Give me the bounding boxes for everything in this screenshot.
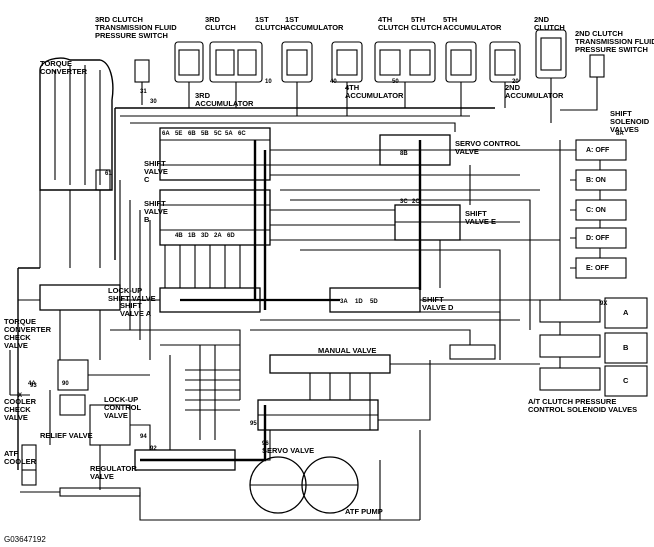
label-3rd-clutch: 3RD CLUTCH: [205, 15, 236, 32]
port-code: 6C: [238, 131, 246, 137]
label-at-clutch-solenoids: A/T CLUTCH PRESSURE CONTROL SOLENOID VAL…: [528, 397, 638, 414]
port-code: 5D: [370, 299, 378, 305]
pressure-switch-3rd: [134, 59, 150, 83]
port-code: 1D: [355, 299, 363, 305]
clutch-4th-5th: [374, 41, 436, 83]
port-code: 96: [262, 441, 269, 447]
port-code: 31: [140, 89, 147, 95]
port-code: 5C: [214, 131, 222, 137]
port-code: X: [18, 393, 23, 399]
label-shift-valve-c: SHIFT VALVE C: [144, 159, 168, 184]
pressure-switch-2nd: [589, 54, 605, 78]
label-2nd-accumulator: 2ND ACCUMULATOR: [505, 83, 564, 100]
label-4th-clutch: 4TH CLUTCH: [378, 15, 409, 32]
port-code: 10: [265, 79, 272, 85]
solenoid-d-state: D: OFF: [586, 235, 610, 242]
torque-converter: [39, 57, 114, 191]
label-atf-cooler: ATF COOLER: [4, 449, 37, 466]
label-relief-valve: RELIEF VALVE: [40, 431, 93, 440]
label-atf-pump: ATF PUMP: [345, 507, 383, 516]
port-code: 20: [512, 79, 519, 85]
port-code: 3A: [340, 299, 348, 305]
port-code: 5A: [225, 131, 233, 137]
label-1st-clutch: 1ST CLUTCH: [255, 15, 286, 32]
port-code: 5B: [201, 131, 209, 137]
label-3rd-accumulator: 3RD ACCUMULATOR: [195, 91, 254, 108]
label-cooler-check-valve: COOLER CHECK VALVE: [4, 397, 37, 422]
label-2nd-clutch: 2ND CLUTCH: [534, 15, 565, 32]
label-shift-valve-d: SHIFT VALVE D: [422, 295, 454, 312]
port-code: 61: [105, 171, 112, 177]
label-torque-converter: TORQUE CONVERTER: [40, 59, 88, 76]
port-code: 2C: [412, 199, 420, 205]
port-code: 4B: [175, 233, 183, 239]
port-code: 95: [250, 421, 257, 427]
port-code: 6B: [188, 131, 196, 137]
port-code: 6D: [227, 233, 235, 239]
port-code: 1B: [188, 233, 196, 239]
label-servo-valve: SERVO VALVE: [262, 446, 315, 455]
label-lockup-shift-valve: LOCK-UP SHIFT VALVE: [108, 286, 156, 303]
atf-pump: [249, 456, 359, 514]
clutch-1st: [209, 41, 263, 83]
label-shift-valve-b: SHIFT VALVE B: [144, 199, 168, 224]
clutch-2nd: [535, 29, 567, 79]
solenoid-a-state: A: OFF: [586, 147, 610, 154]
label-1st-accumulator: 1ST ACCUMULATOR: [285, 15, 344, 32]
label-2nd-clutch-switch: 2ND CLUTCH TRANSMISSION FLUID PRESSURE S…: [575, 29, 654, 54]
port-code: 40: [330, 79, 337, 85]
label-tc-check-valve: TORQUE CONVERTER CHECK VALVE: [4, 317, 52, 350]
at-clutch-pressure-solenoids: [539, 297, 648, 397]
port-code: 3D: [201, 233, 209, 239]
port-code: 6A: [162, 131, 170, 137]
port-code: 93: [30, 383, 37, 389]
port-code: 8B: [400, 151, 408, 157]
port-code: 94: [140, 434, 147, 440]
accumulator-4th: [331, 41, 363, 83]
solenoid-c-state: C: ON: [586, 207, 606, 214]
accumulator-5th: [445, 41, 477, 83]
label-3rd-clutch-switch: 3RD CLUTCH TRANSMISSION FLUID PRESSURE S…: [95, 15, 177, 40]
port-code: 3C: [400, 199, 408, 205]
label-servo-control-valve: SERVO CONTROL VALVE: [455, 139, 521, 156]
accumulator-2nd: [489, 41, 521, 83]
port-code: 50: [392, 79, 399, 85]
port-code: 8A: [616, 131, 624, 137]
label-manual-valve: MANUAL VALVE: [318, 346, 377, 355]
port-code: 9X: [600, 301, 608, 307]
port-code: 30: [150, 99, 157, 105]
port-code: 2A: [214, 233, 222, 239]
label-5th-clutch: 5TH CLUTCH: [411, 15, 442, 32]
accumulator-1st: [281, 41, 313, 83]
label-shift-valve-a: SHIFT VALVE A: [120, 301, 152, 318]
label-shift-solenoid-valves: SHIFT SOLENOID VALVES: [610, 109, 650, 134]
port-code: 4A: [28, 381, 36, 387]
pressure-control-a: A: [623, 308, 629, 317]
label-5th-accumulator: 5TH ACCUMULATOR: [443, 15, 502, 32]
label-4th-accumulator: 4TH ACCUMULATOR: [345, 83, 404, 100]
port-code: 90: [62, 381, 69, 387]
label-lockup-control-valve: LOCK-UP CONTROL VALVE: [104, 395, 142, 420]
figure-id: G03647192: [4, 535, 46, 544]
port-code: 92: [150, 446, 157, 452]
label-shift-valve-e: SHIFT VALVE E: [465, 209, 496, 226]
pressure-control-b: B: [623, 343, 629, 352]
solenoid-b-state: B: ON: [586, 177, 606, 184]
label-regulator-valve: REGULATOR VALVE: [90, 464, 137, 481]
solenoid-e-state: E: OFF: [586, 265, 609, 272]
clutch-3rd: [174, 41, 204, 83]
pressure-control-c: C: [623, 376, 629, 385]
port-code: 5E: [175, 131, 183, 137]
